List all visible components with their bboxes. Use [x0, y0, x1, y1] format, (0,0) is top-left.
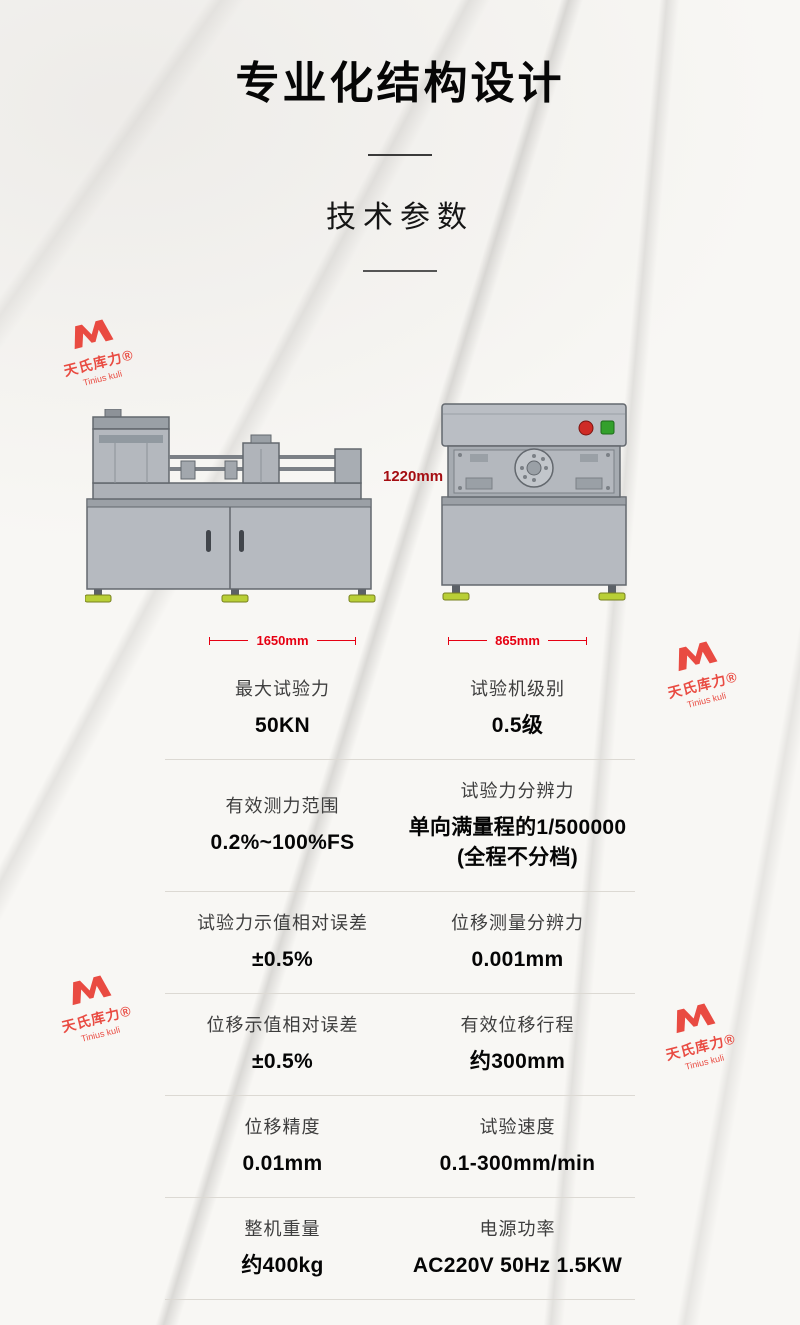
spec-label: 电源功率	[479, 1219, 556, 1239]
spec-value: ±0.5%	[252, 948, 313, 971]
spec-label: 位移示值相对误差	[206, 1015, 359, 1035]
power-button-icon	[600, 420, 615, 435]
spec-label: 试验力示值相对误差	[197, 913, 368, 933]
machine-front-view-illustration	[441, 403, 627, 601]
brand-name-en: Tinius kuli	[684, 1052, 725, 1072]
right-machine-width-dimension: 865mm	[400, 633, 635, 648]
dimension-line	[449, 640, 488, 641]
subtitle-divider	[363, 270, 437, 272]
spec-cell: 试验力示值相对误差 ±0.5%	[165, 910, 400, 975]
emergency-stop-button-icon	[578, 420, 594, 436]
spec-row-displacement-error: 位移示值相对误差 ±0.5% 有效位移行程 约300mm	[165, 993, 635, 1095]
brand-logo-icon	[676, 1003, 716, 1034]
spec-value: 0.5级	[491, 714, 544, 737]
spec-value: 单向满量程的1/500000	[408, 816, 627, 839]
spec-row-displacement-precision: 位移精度 0.01mm 试验速度 0.1-300mm/min	[165, 1095, 635, 1197]
dimension-tick	[448, 636, 450, 645]
spec-cell: 有效位移行程 约300mm	[400, 1012, 635, 1077]
spec-value-note: (全程不分档)	[456, 846, 579, 869]
spec-label: 有效位移行程	[460, 1015, 575, 1035]
brand-name-cn: 天氏库力®	[666, 668, 740, 702]
section-title: 技术参数	[326, 201, 474, 234]
brand-watermark: 天氏库力® Tinius kuli	[646, 631, 755, 716]
spec-value: 50KN	[255, 714, 310, 737]
spec-label: 整机重量	[244, 1219, 321, 1239]
spec-cell: 试验机级别 0.5级	[400, 676, 635, 741]
title-divider	[368, 154, 432, 156]
brand-name-cn: 天氏库力®	[60, 1002, 134, 1036]
spec-value: ±0.5%	[252, 1050, 313, 1073]
machine-feet-icon	[85, 587, 376, 603]
left-machine-width-dimension: 1650mm	[165, 633, 400, 648]
spec-label: 试验力分辨力	[460, 781, 575, 801]
spec-cell: 有效测力范围 0.2%~100%FS	[165, 778, 400, 873]
machine-feet-icon	[442, 585, 626, 601]
spec-cell: 位移示值相对误差 ±0.5%	[165, 1012, 400, 1077]
spec-label: 试验机级别	[470, 679, 565, 699]
machine-side-view-illustration	[85, 409, 376, 603]
spec-row-force-range: 有效测力范围 0.2%~100%FS 试验力分辨力 单向满量程的1/500000…	[165, 759, 635, 891]
spec-label: 最大试验力	[235, 679, 330, 699]
spec-label: 试验速度	[479, 1117, 556, 1137]
machine-height-dimension: 1220mm	[383, 468, 444, 485]
dimension-value: 1650mm	[256, 633, 309, 648]
brand-name-en: Tinius kuli	[686, 690, 727, 710]
brand-name-cn: 天氏库力®	[664, 1030, 738, 1064]
spec-label: 位移测量分辨力	[451, 913, 584, 933]
dimension-line	[547, 640, 586, 641]
spec-value: 0.01mm	[242, 1152, 323, 1175]
spec-cell: 位移测量分辨力 0.001mm	[400, 910, 635, 975]
spec-cell: 试验速度 0.1-300mm/min	[400, 1114, 635, 1179]
spec-table: 最大试验力 50KN 试验机级别 0.5级 有效测力范围 0.2%~100%FS…	[165, 658, 635, 1300]
spec-value: AC220V 50Hz 1.5KW	[412, 1254, 623, 1277]
machine-illustrations: 1220mm	[0, 272, 800, 617]
spec-cell: 整机重量 约400kg	[165, 1216, 400, 1281]
spec-row-force-error: 试验力示值相对误差 ±0.5% 位移测量分辨力 0.001mm	[165, 891, 635, 993]
spec-row-max-force: 最大试验力 50KN 试验机级别 0.5级	[165, 658, 635, 759]
brand-watermark: 天氏库力® Tinius kuli	[644, 993, 753, 1078]
spec-label: 位移精度	[244, 1117, 321, 1137]
spec-cell: 位移精度 0.01mm	[165, 1114, 400, 1179]
spec-cell: 最大试验力 50KN	[165, 676, 400, 741]
spec-value: 0.2%~100%FS	[210, 831, 355, 854]
spec-value: 约300mm	[469, 1050, 566, 1073]
brand-watermark: 天氏库力® Tinius kuli	[40, 965, 149, 1050]
spec-value: 约400kg	[241, 1254, 324, 1277]
dimension-value: 865mm	[495, 633, 540, 648]
spec-value: 0.1-300mm/min	[439, 1152, 596, 1175]
brand-logo-icon	[678, 641, 718, 672]
page-title: 专业化结构设计	[235, 59, 565, 108]
spec-label: 有效测力范围	[225, 796, 340, 816]
door-handle-icon	[239, 530, 244, 552]
brand-name-en: Tinius kuli	[80, 1024, 121, 1044]
machine-width-dimensions: 1650mm 865mm	[165, 633, 635, 648]
dimension-tick	[354, 636, 356, 645]
dimension-tick	[209, 636, 211, 645]
spec-row-weight-power: 整机重量 约400kg 电源功率 AC220V 50Hz 1.5KW	[165, 1197, 635, 1300]
spec-cell: 电源功率 AC220V 50Hz 1.5KW	[400, 1216, 635, 1281]
brand-logo-icon	[72, 975, 112, 1006]
chuck-dial-icon	[514, 448, 554, 488]
spec-value: 0.001mm	[471, 948, 564, 971]
dimension-line	[210, 640, 249, 641]
spec-cell: 试验力分辨力 单向满量程的1/500000 (全程不分档)	[400, 778, 635, 873]
door-handle-icon	[206, 530, 211, 552]
dimension-tick	[585, 636, 587, 645]
dimension-line	[316, 640, 355, 641]
